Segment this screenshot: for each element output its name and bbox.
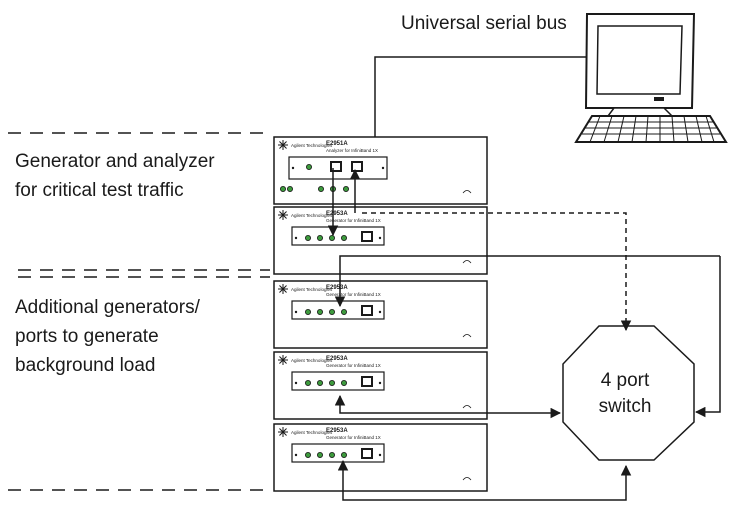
status-led-icon [328,451,335,458]
vendor-label: Agilent Technologies [291,213,333,218]
brand-mark-icon [462,260,472,264]
vendor-label: Agilent Technologies [291,430,333,435]
module-subtitle: Generator for InfiniBand 1X [326,292,381,297]
link-gen-loop [334,255,720,308]
switch-octagon [562,325,695,461]
switch-label-line-2: switch [598,396,652,417]
screw-icon [378,381,382,385]
computer-icon [574,13,728,143]
switch-label-line-1: 4 port [600,370,650,391]
status-led-icon [316,308,323,315]
agilent-logo-icon [278,355,288,365]
module-subtitle: Generator for InfiniBand 1X [326,363,381,368]
model-label: E2953A [326,428,348,434]
vendor-label: Agilent Technologies [291,358,333,363]
status-led-icon [304,451,311,458]
model-label: E2953A [326,356,348,362]
status-led-icon [316,379,323,386]
screw-icon [378,310,382,314]
status-led-icon [316,451,323,458]
screw-icon [381,166,385,170]
status-led-icon [279,185,286,192]
status-led-icon [304,234,311,241]
status-led-icon [340,308,347,315]
brand-mark-icon [462,477,472,481]
screw-icon [294,236,298,240]
link-gen1-gen2 [694,256,721,418]
agilent-logo-icon [278,284,288,294]
screw-icon [294,381,298,385]
port-connector-icon [330,161,342,172]
status-led-icon [304,379,311,386]
status-led-icon [305,163,312,170]
status-led-icon [328,234,335,241]
agilent-logo-icon [278,210,288,220]
section-background-line-3: background load [15,355,156,376]
port-connector-icon [361,231,373,242]
status-led-icon [317,185,324,192]
link-dashed-switch [362,212,632,332]
module-subtitle: Generator for InfiniBand 1X [326,435,381,440]
status-led-icon [340,451,347,458]
screw-icon [294,453,298,457]
section-critical-line-1: Generator and analyzer [15,151,215,172]
link-gen3-switch [334,394,562,419]
screw-icon [378,453,382,457]
model-label: E2953A [326,285,348,291]
status-led-icon [328,379,335,386]
brand-mark-icon [462,190,472,194]
status-led-icon [342,185,349,192]
status-led-icon [340,379,347,386]
section-background-line-1: Additional generators/ [15,297,200,318]
status-led-icon [286,185,293,192]
screw-icon [294,310,298,314]
usb-cable [374,56,587,137]
module-subtitle: Generator for InfiniBand 1X [326,218,381,223]
port-connector-icon [361,448,373,459]
model-label: E2951A [326,141,348,147]
vendor-label: Agilent Technologies [291,143,333,148]
usb-label: Universal serial bus [401,13,567,34]
connections [327,168,721,501]
status-led-icon [340,234,347,241]
port-connector-icon [351,161,363,172]
status-led-icon [304,308,311,315]
module-subtitle: Analyzer for InfiniBand 1X [326,148,378,153]
section-critical-line-2: for critical test traffic [15,180,184,201]
vendor-label: Agilent Technologies [291,287,333,292]
section-background-line-2: ports to generate [15,326,159,347]
agilent-logo-icon [278,427,288,437]
port-connector-icon [361,305,373,316]
status-led-icon [316,234,323,241]
screw-icon [378,236,382,240]
model-label: E2953A [326,211,348,217]
status-led-icon [328,308,335,315]
screw-icon [291,166,295,170]
agilent-logo-icon [278,140,288,150]
port-connector-icon [361,376,373,387]
brand-mark-icon [462,334,472,338]
link-gen4-switch [337,459,632,501]
